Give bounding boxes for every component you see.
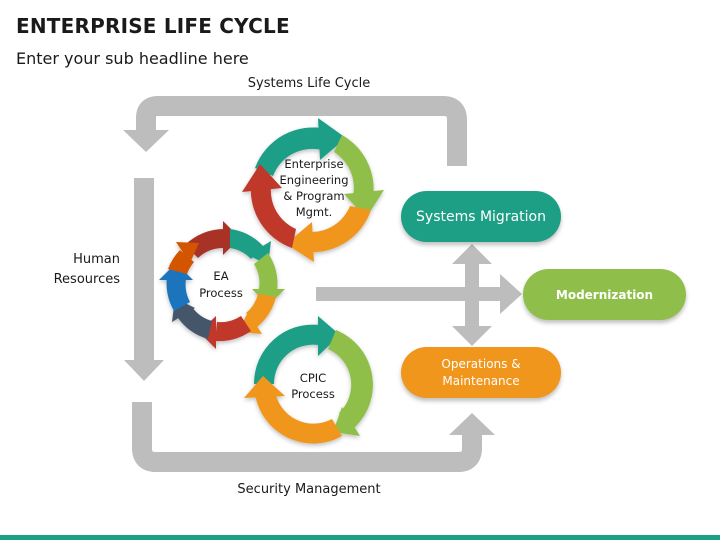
enterprise-segment-teal [255, 127, 327, 176]
security-management-arrow [132, 402, 482, 472]
systems-migration-box: Systems Migration [401, 191, 561, 242]
page-subtitle: Enter your sub headline here [16, 49, 249, 68]
human-resources-arrow [134, 178, 154, 360]
enterprise-cycle [242, 118, 384, 262]
cpic-arrowhead-green [333, 407, 360, 436]
ea-arrowhead-dark-orange [176, 242, 199, 263]
enterprise-arrowhead-orange [286, 222, 314, 262]
ea-segment-red [215, 316, 251, 342]
security-management-label: Security Management [237, 482, 380, 497]
modernization-box: Modernization [523, 269, 686, 320]
to-modernization-arrowhead [500, 274, 522, 314]
enterprise-arrowhead-red [242, 164, 282, 192]
ea-segment-slate [178, 307, 212, 339]
systems-life-cycle-arrow [136, 96, 467, 166]
migration-operations-arrow [465, 262, 479, 328]
ea-segment-blue [166, 276, 190, 311]
enterprise-arrowhead-green [344, 190, 384, 218]
cpic-cycle [244, 316, 373, 444]
ea-arrowhead-blue [159, 263, 193, 280]
cpic-label-line2: Process [291, 387, 335, 401]
modernization-label: Modernization [555, 287, 654, 302]
human-resources-label-line2: Resources [54, 272, 121, 287]
footer-bar [0, 535, 720, 540]
systems-life-cycle-arrowhead [123, 130, 169, 152]
enterprise-label-line2: Engineering [280, 173, 349, 187]
security-management-arrowhead [449, 413, 495, 435]
page-title: ENTERPRISE LIFE CYCLE [16, 14, 290, 38]
cpic-arrowhead-teal [318, 316, 340, 356]
systems-life-cycle-label: Systems Life Cycle [248, 76, 370, 91]
ea-segment-dark-orange [168, 250, 194, 274]
enterprise-segment-red [250, 184, 296, 248]
ea-cycle [159, 221, 285, 349]
migration-arrowhead-up [452, 244, 492, 264]
cpic-segment-teal [253, 324, 320, 384]
cpic-segment-green [328, 330, 373, 428]
systems-migration-label: Systems Migration [416, 208, 546, 225]
cpic-arrowhead-orange [244, 376, 285, 398]
to-modernization-arrow [316, 287, 506, 301]
ea-segment-orange [246, 294, 276, 327]
operations-label-line1: Operations & [441, 356, 521, 371]
operations-maintenance-box: Operations & Maintenance [401, 347, 561, 398]
human-resources-arrowhead [124, 360, 164, 381]
enterprise-segment-green [334, 135, 374, 198]
cpic-label-line1: CPIC [300, 371, 326, 385]
ea-segment-green [254, 253, 278, 291]
enterprise-label-line4: Mgmt. [296, 205, 333, 219]
operations-arrowhead-down [452, 326, 492, 346]
enterprise-label-line3: & Program [283, 189, 344, 203]
ea-label-line2: Process [199, 286, 243, 300]
enterprise-arrowhead-teal [318, 118, 346, 160]
enterprise-segment-orange [308, 206, 371, 253]
cpic-segment-orange [255, 391, 342, 444]
human-resources-label-line1: Human [73, 252, 120, 267]
enterprise-label-line1: Enterprise [284, 157, 343, 171]
ea-label-line1: EA [213, 269, 228, 283]
operations-label-line2: Maintenance [442, 373, 520, 388]
